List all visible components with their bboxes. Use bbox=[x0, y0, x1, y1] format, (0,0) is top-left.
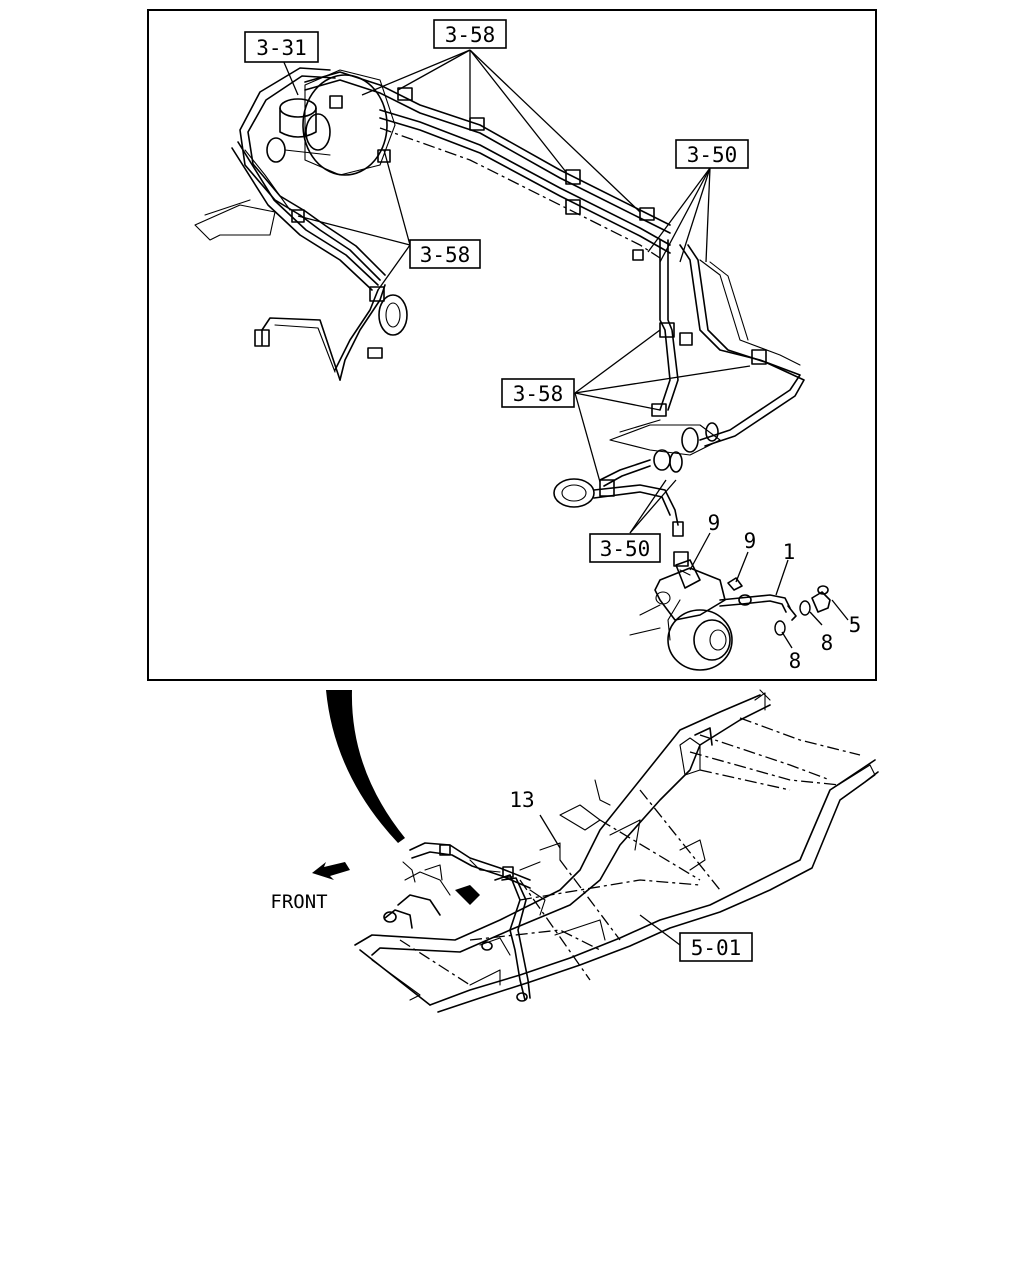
callout-3-31-label: 3-31 bbox=[256, 36, 307, 60]
callout-5-01: 5-01 bbox=[679, 932, 753, 962]
front-label: FRONT bbox=[270, 891, 327, 913]
callout-3-50-bottom-label: 3-50 bbox=[600, 537, 651, 561]
callout-3-58-lower: 3-58 bbox=[501, 378, 575, 408]
part-9-label-b: 9 bbox=[744, 529, 757, 553]
callout-3-50-right-label: 3-50 bbox=[687, 143, 738, 167]
callout-3-50-bottom: 3-50 bbox=[589, 533, 661, 563]
callout-3-31: 3-31 bbox=[244, 31, 319, 63]
front-brake-assembly bbox=[629, 551, 831, 671]
leader-lines bbox=[282, 49, 849, 649]
brake-line-assembly bbox=[194, 67, 805, 537]
vehicle-frame bbox=[354, 689, 879, 1013]
callout-5-01-leader bbox=[639, 914, 681, 946]
callout-3-58-mid-label: 3-58 bbox=[420, 243, 471, 267]
callout-3-50-right: 3-50 bbox=[675, 139, 749, 169]
front-direction-arrow bbox=[312, 862, 350, 880]
part-8-label-b: 8 bbox=[789, 649, 802, 673]
part-9-label-a: 9 bbox=[708, 511, 721, 535]
part-5-label: 5 bbox=[849, 613, 862, 637]
detail-pointer-arrow bbox=[326, 690, 405, 843]
callout-3-58-mid: 3-58 bbox=[409, 239, 481, 269]
part-13-leader bbox=[539, 814, 561, 849]
callout-3-58-top-label: 3-58 bbox=[445, 23, 496, 47]
callout-5-01-label: 5-01 bbox=[691, 936, 742, 960]
part-13-label: 13 bbox=[509, 788, 534, 812]
part-1-label: 1 bbox=[783, 540, 796, 564]
detail-frame bbox=[147, 9, 877, 681]
callout-3-58-lower-label: 3-58 bbox=[513, 382, 564, 406]
master-cylinder bbox=[266, 69, 396, 176]
part-8-label-a: 8 bbox=[821, 631, 834, 655]
callout-3-58-top: 3-58 bbox=[433, 19, 507, 49]
